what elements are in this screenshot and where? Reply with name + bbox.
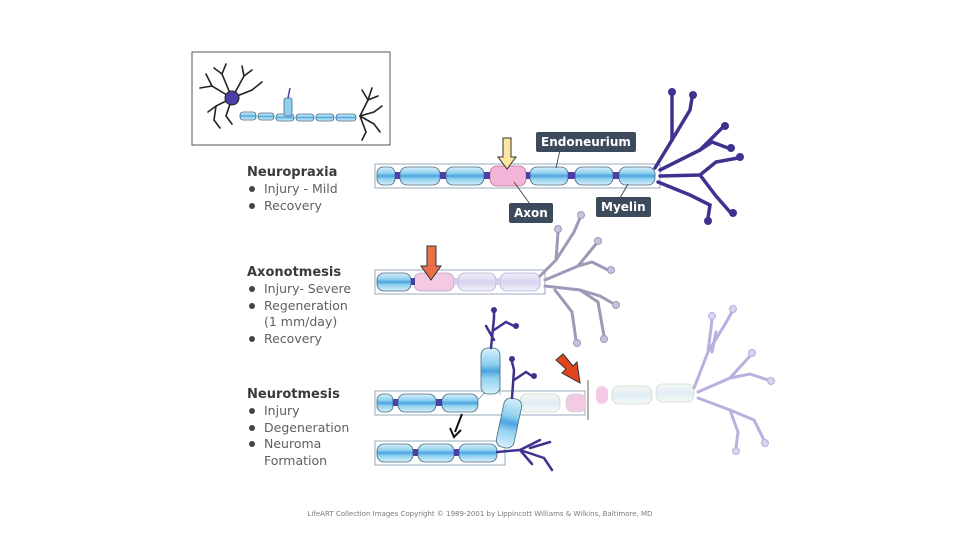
list-item: Neuroma Formation: [247, 436, 352, 469]
copyright-notice: LifeART Collection Images Copyright © 19…: [307, 510, 653, 518]
axonotmesis-section: Axonotmesis Injury- Severe Regeneration …: [247, 265, 352, 347]
axon-label: Axon: [509, 203, 553, 223]
neuropraxia-title: Neuropraxia: [247, 165, 338, 180]
axonotmesis-nerve: [374, 211, 620, 347]
endoneurium-label: Endoneurium: [536, 132, 636, 152]
neurotmesis-title: Neurotmesis: [247, 387, 340, 402]
neurotmesis-section: Neurotmesis Injury Degeneration Neuroma …: [247, 387, 352, 469]
list-item: Regeneration (1 mm/day): [247, 298, 352, 331]
neurotmesis-nerve: [374, 305, 775, 472]
list-item: Injury: [247, 403, 352, 420]
list-item: Degeneration: [247, 420, 352, 437]
neuron-inset: [191, 51, 391, 146]
myelin-label: Myelin: [596, 197, 651, 217]
list-item: Injury- Severe: [247, 281, 352, 298]
axonotmesis-title: Axonotmesis: [247, 265, 342, 280]
neuropraxia-nerve: [374, 88, 744, 225]
list-item: Injury - Mild: [247, 181, 338, 198]
neuropraxia-section: Neuropraxia Injury - Mild Recovery: [247, 165, 338, 214]
list-item: Recovery: [247, 331, 352, 348]
list-item: Recovery: [247, 198, 338, 215]
